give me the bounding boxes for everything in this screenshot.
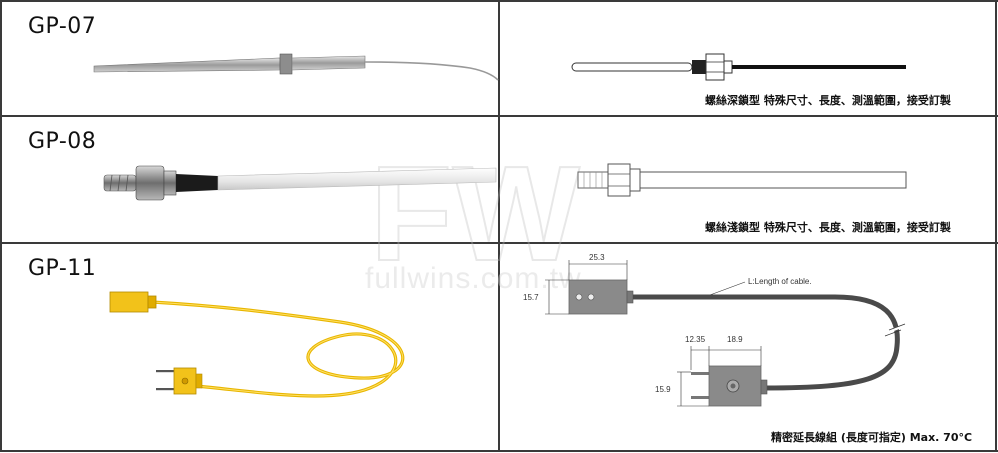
border-row1 <box>0 115 998 117</box>
watermark-url: fullwins.com.tw <box>365 262 582 295</box>
border-left <box>0 0 2 452</box>
gp11-photo-pin-top <box>156 370 174 373</box>
dim-pin-spacing: 12.35 <box>685 335 706 344</box>
product-code-gp08: GP-08 <box>28 129 97 154</box>
dim-body-width: 18.9 <box>727 335 743 344</box>
gp08-draw-cable <box>639 171 907 189</box>
gp08-drawing <box>577 163 907 197</box>
gp07-caption: 螺絲深鎖型 特殊尺寸、長度、測溫範圍，接受訂製 <box>705 94 951 107</box>
border-mid-vertical <box>498 0 500 452</box>
gp11-photo-pin-bottom <box>156 388 174 391</box>
gp08-cable <box>217 167 497 191</box>
gp08-nut <box>135 165 165 201</box>
gp11-draw-pin-top <box>691 372 709 375</box>
gp07-photo <box>93 53 499 81</box>
gp07-draw-collar <box>692 60 706 74</box>
border-row2 <box>0 242 998 244</box>
gp08-heatshrink <box>176 174 218 192</box>
gp11-caption: 精密延長線組 (長度可指定) Max. 70°C <box>771 431 973 444</box>
gp07-sleeve <box>291 55 366 71</box>
gp11-draw-cable <box>633 294 900 391</box>
border-right <box>995 0 997 452</box>
gp11-draw-pin-bottom <box>691 396 709 399</box>
watermark-logo-text: FW <box>370 138 580 289</box>
gp08-caption: 螺絲淺鎖型 特殊尺寸、長度、測溫範圍，接受訂製 <box>705 221 951 234</box>
product-code-gp07: GP-07 <box>28 14 97 39</box>
dim-bottom-height: 15.9 <box>655 385 671 394</box>
gp08-photo <box>103 165 497 201</box>
dim-top-width: 25.3 <box>589 253 605 262</box>
gp07-drawing <box>571 53 906 81</box>
gp07-draw-nut <box>705 53 725 81</box>
gp07-draw-cable <box>732 65 906 69</box>
gp11-photo <box>109 291 405 398</box>
gp07-nut <box>279 53 293 75</box>
gp11-cable-label: L:Length of cable. <box>748 277 812 286</box>
product-code-gp11: GP-11 <box>28 256 97 281</box>
gp07-draw-rod <box>571 62 693 72</box>
gp11-photo-female-connector <box>109 291 149 313</box>
gp08-draw-nut <box>607 163 631 197</box>
gp07-probe-rod <box>93 57 281 73</box>
dim-top-height: 15.7 <box>523 293 539 302</box>
gp08-draw-thread <box>577 171 609 189</box>
gp07-wire <box>364 61 499 81</box>
watermark-logo: FW <box>369 137 581 290</box>
gp11-drawing: L:Length of cable. 25.3 15.7 12.35 18.9 … <box>523 253 906 407</box>
